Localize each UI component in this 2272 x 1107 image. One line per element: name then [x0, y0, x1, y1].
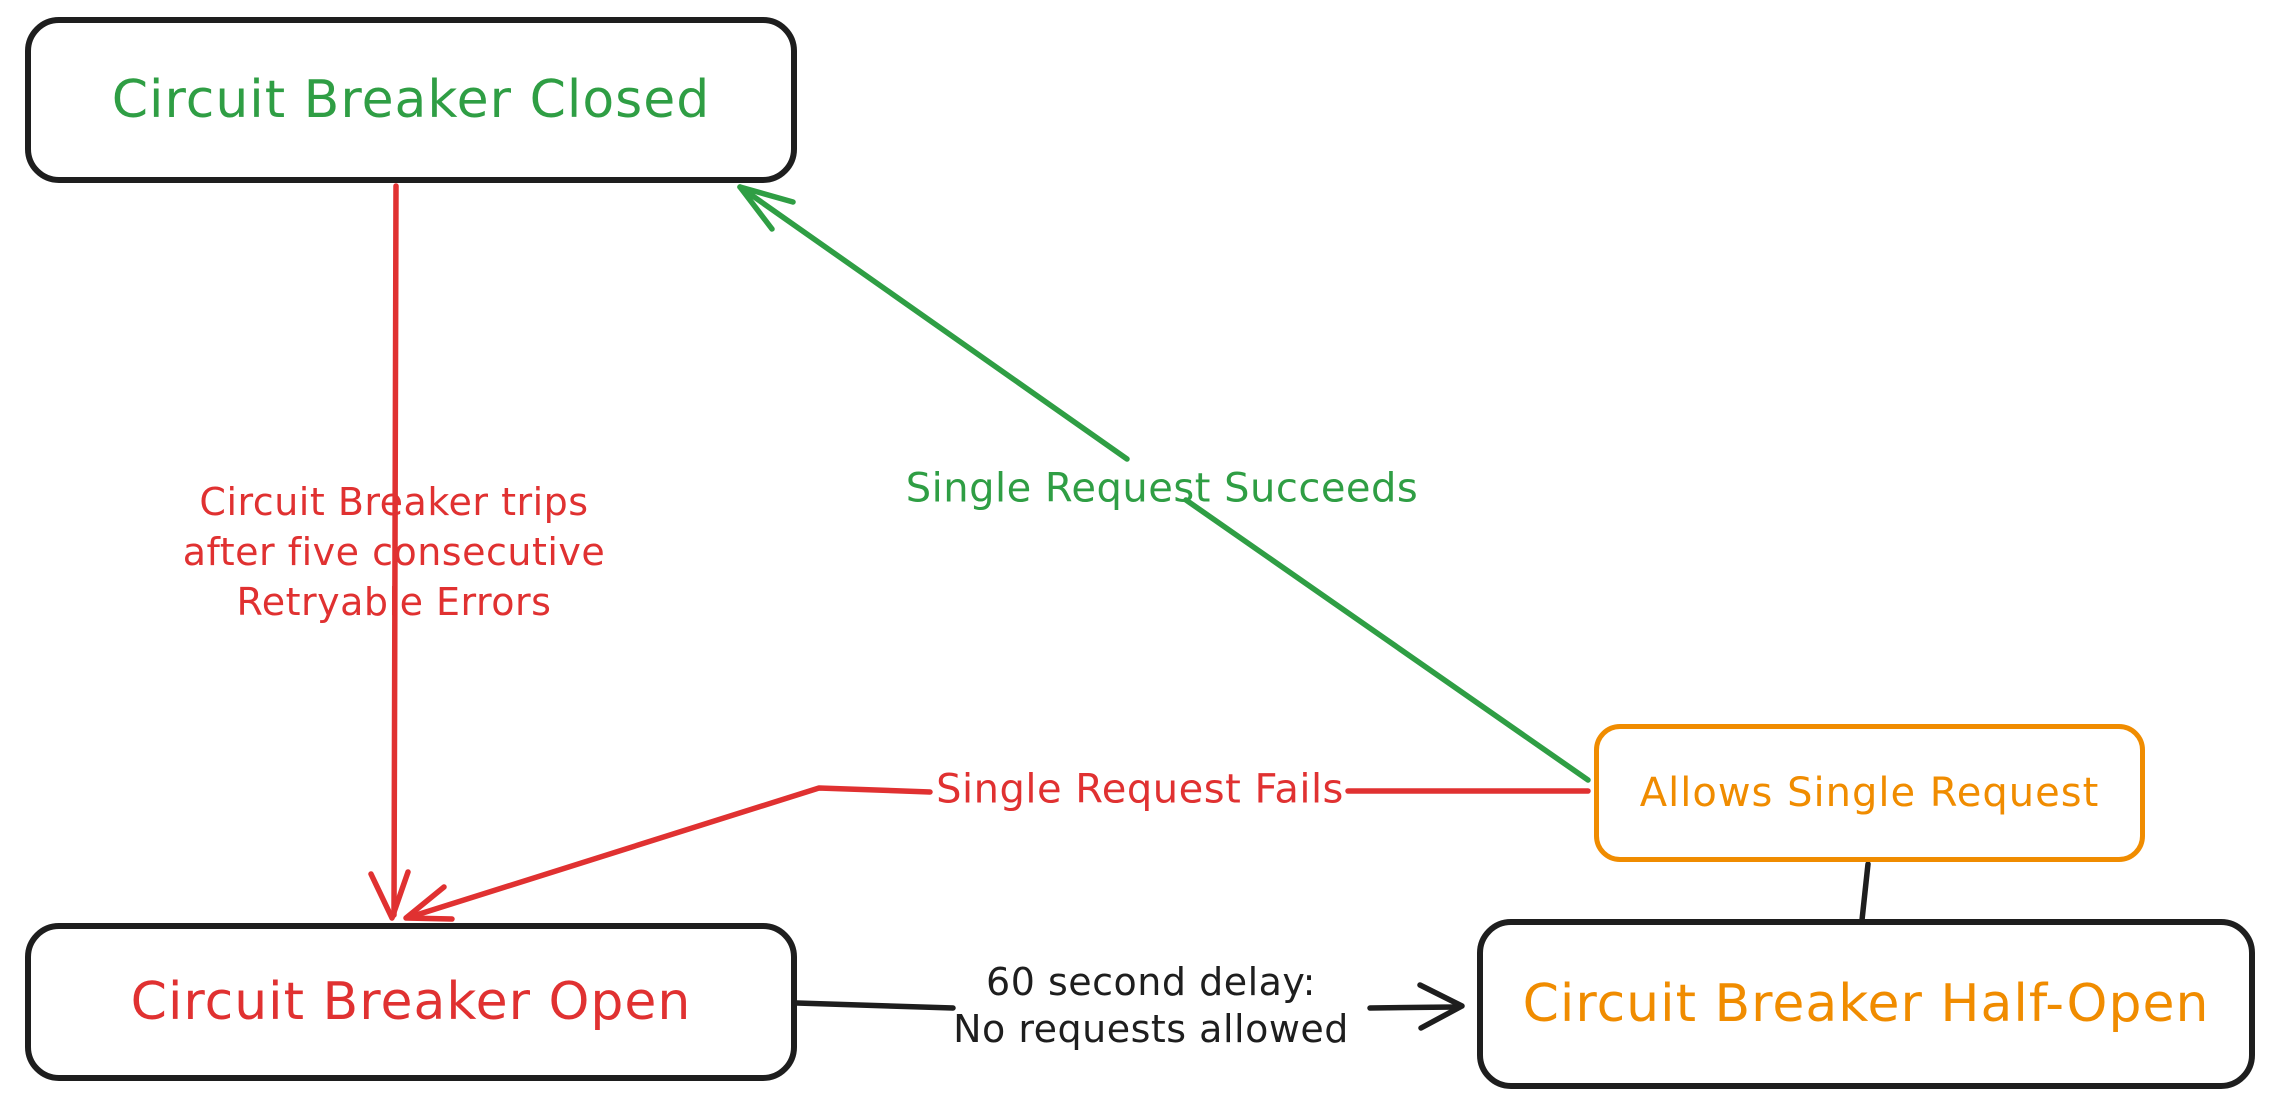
edge-trip-label-line-2: after five consecutive — [182, 530, 606, 574]
edge-succeed-line-upper — [737, 184, 1130, 462]
edge-succeed-label: Single Request Succeeds — [905, 465, 1419, 512]
node-circuit-breaker-closed: Circuit Breaker Closed — [25, 17, 797, 183]
edge-succeed-line-lower — [1183, 497, 1591, 783]
node-circuit-breaker-open: Circuit Breaker Open — [25, 923, 797, 1081]
node-allows-single-request: Allows Single Request — [1594, 724, 2145, 862]
edge-trip-label-line-1: Circuit Breaker trips — [199, 480, 589, 524]
edge-trip-line — [391, 183, 399, 918]
edge-delay-arrowhead — [1417, 982, 1465, 1031]
edge-allows-halfopen-connector — [1859, 861, 1871, 923]
node-open-label: Circuit Breaker Open — [130, 972, 692, 1032]
edge-delay-label-line-2: No requests allowed — [953, 1007, 1349, 1051]
edge-delay-label: 60 second delay: No requests allowed — [953, 959, 1349, 1053]
node-halfopen-label: Circuit Breaker Half-Open — [1522, 974, 2210, 1034]
node-allows-label: Allows Single Request — [1639, 770, 2100, 816]
edge-fail-line-left — [407, 785, 933, 920]
edge-trip-label-line-3: Retryable Errors — [236, 580, 552, 624]
edge-delay-line-left — [794, 1000, 956, 1011]
edge-delay-label-line-1: 60 second delay: — [986, 960, 1316, 1004]
edge-delay-line-right — [1367, 1004, 1459, 1011]
edge-succeed-arrowhead — [737, 184, 796, 232]
edge-fail-label: Single Request Fails — [936, 766, 1344, 813]
node-closed-label: Circuit Breaker Closed — [111, 70, 711, 130]
edge-trip-label: Circuit Breaker trips after five consecu… — [183, 477, 606, 627]
node-circuit-breaker-half-open: Circuit Breaker Half-Open — [1477, 919, 2255, 1089]
edge-trip-arrowhead — [368, 869, 411, 921]
edge-fail-arrowhead — [403, 884, 455, 922]
